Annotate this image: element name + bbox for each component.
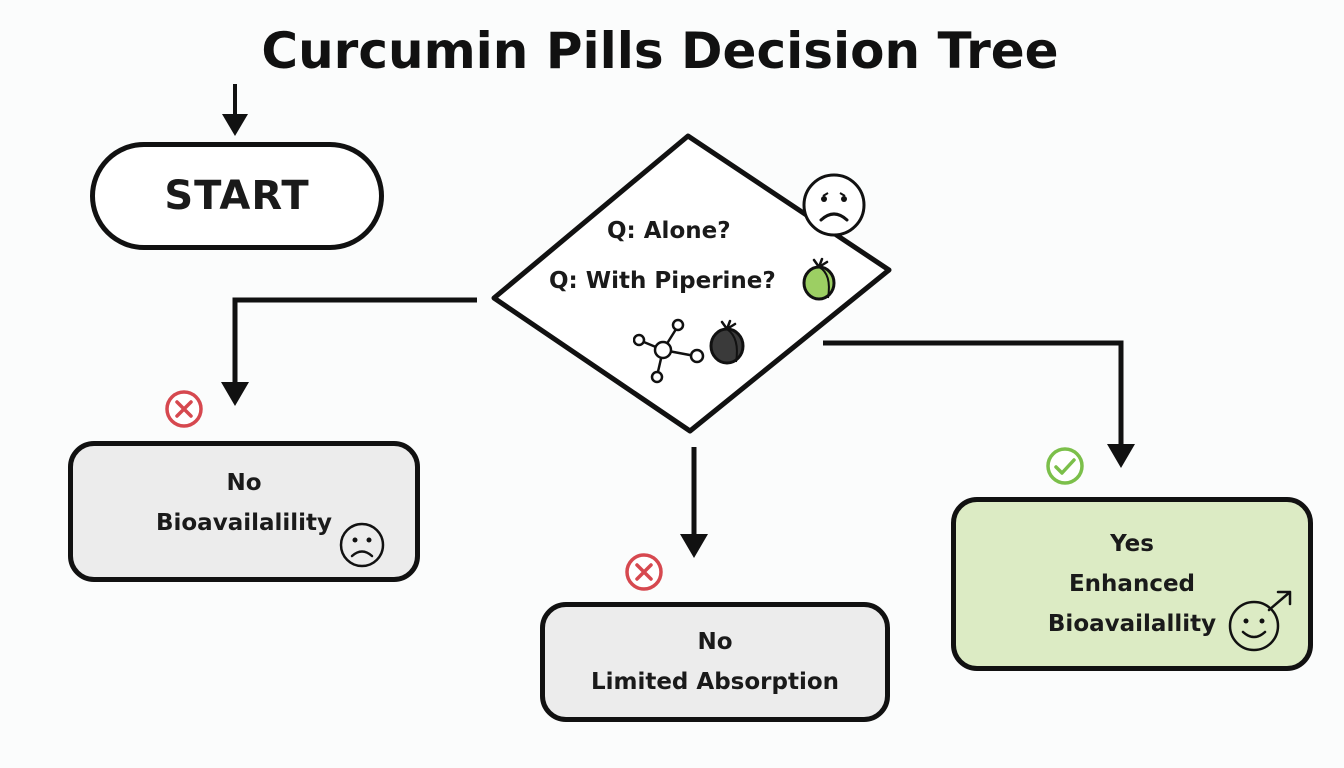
outcome-right-line1: Yes: [1110, 531, 1154, 557]
outcome-enhanced-bioavailability: Yes Enhanced Bioavailallity: [951, 497, 1313, 671]
outcome-right-line2: Enhanced: [1068, 571, 1196, 597]
question-piperine: Q: With Piperine?: [549, 268, 776, 294]
question-alone: Q: Alone?: [607, 218, 731, 244]
molecule-icon: [633, 318, 705, 384]
start-node: START: [90, 142, 384, 250]
diagram-title: Curcumin Pills Decision Tree: [261, 22, 1059, 80]
x-circle-icon-middle: [625, 553, 663, 591]
right-branch-line: [823, 340, 1124, 448]
outcome-left-line2: Bioavailalility: [155, 509, 333, 536]
start-entry-arrowhead: [222, 114, 248, 136]
middle-branch-arrowhead: [680, 534, 708, 558]
outcome-middle-line2: Limited Absorption: [590, 669, 840, 695]
happy-face-arrow-icon: [1228, 590, 1292, 652]
sad-face-icon: [802, 173, 866, 237]
outcome-right-line3: Bioavailallity: [1047, 611, 1217, 637]
left-branch-line: [232, 297, 477, 388]
check-circle-icon: [1046, 447, 1084, 485]
start-label: START: [164, 173, 310, 219]
peppercorn-green-icon: [802, 257, 836, 301]
sad-face-small-icon: [339, 522, 385, 568]
left-branch-arrowhead: [221, 382, 249, 406]
outcome-middle-line1: No: [697, 629, 733, 655]
outcome-left-line1: No: [226, 469, 262, 496]
right-branch-arrowhead: [1107, 444, 1135, 468]
outcome-limited-absorption: No Limited Absorption: [540, 602, 890, 722]
peppercorn-dark-icon: [709, 319, 745, 365]
x-circle-icon-left: [165, 390, 203, 428]
